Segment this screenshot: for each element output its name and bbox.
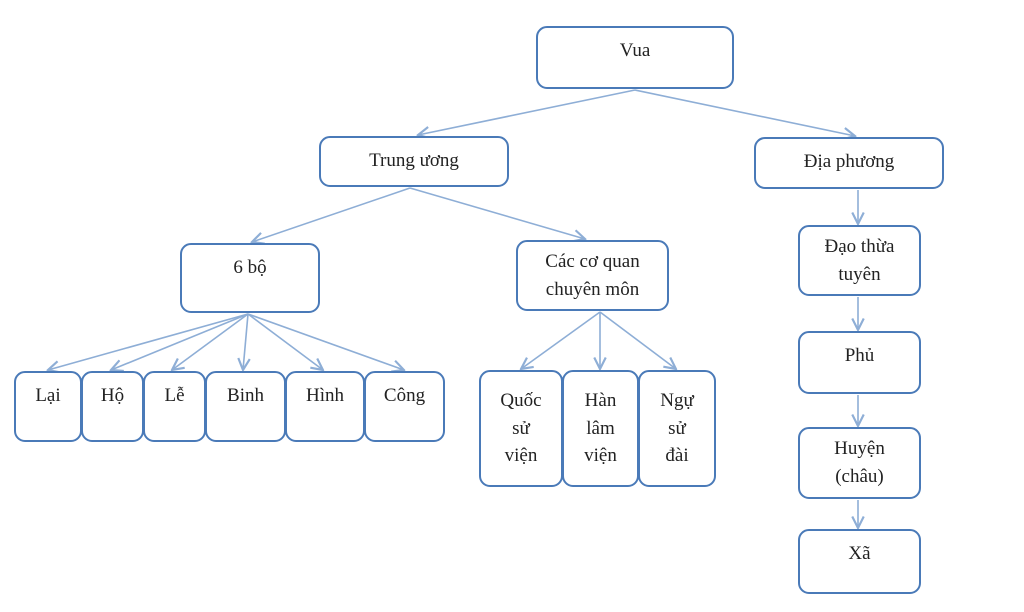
node-phu-label: Phủ bbox=[844, 345, 875, 366]
arrow-6-bo-to-cong bbox=[247, 313, 404, 370]
node-quoc-su-vien: Quốc sử viện bbox=[479, 370, 563, 487]
arrow-vua-to-dia-phuong bbox=[634, 89, 855, 136]
node-ngu-su-dai-line-2: sử bbox=[668, 417, 686, 439]
node-trung-uong: Trung ương bbox=[319, 136, 509, 187]
node-le-label: Lễ bbox=[164, 385, 185, 406]
node-dao-thua-tuyen: Đạo thừa tuyên bbox=[798, 225, 921, 296]
arrow-vua-to-trung-uong bbox=[418, 89, 636, 135]
arrow-6-bo-to-ho bbox=[111, 313, 249, 370]
node-le: Lễ bbox=[143, 371, 206, 442]
node-lai: Lại bbox=[14, 371, 82, 442]
node-quoc-su-vien-line-3: viện bbox=[504, 445, 538, 467]
node-phu: Phủ bbox=[798, 331, 921, 394]
node-binh: Binh bbox=[205, 371, 286, 442]
node-dao-thua-tuyen-line-1: Đạo thừa bbox=[824, 235, 895, 257]
node-xa-label: Xã bbox=[848, 543, 871, 564]
arrow-co-quan-to-ngu-su bbox=[599, 311, 676, 369]
node-6-bo-label: 6 bộ bbox=[233, 257, 267, 278]
node-dia-phuong: Địa phương bbox=[754, 137, 944, 189]
node-ngu-su-dai: Ngự sử đài bbox=[638, 370, 716, 487]
arrow-trung-uong-to-6-bo bbox=[252, 187, 411, 242]
arrow-6-bo-to-lai bbox=[48, 313, 249, 370]
node-lai-label: Lại bbox=[35, 385, 61, 406]
node-ngu-su-dai-line-1: Ngự bbox=[660, 390, 694, 412]
node-quoc-su-vien-line-1: Quốc bbox=[500, 390, 542, 412]
node-hinh: Hình bbox=[285, 371, 365, 442]
node-huyen-chau: Huyện (châu) bbox=[798, 427, 921, 499]
node-vua-label: Vua bbox=[619, 40, 651, 61]
node-han-lam-vien-line-3: viện bbox=[584, 445, 617, 467]
node-vua: Vua bbox=[536, 26, 734, 89]
arrow-trung-uong-to-co-quan bbox=[409, 187, 585, 239]
arrow-6-bo-to-hinh bbox=[247, 313, 323, 370]
node-ngu-su-dai-line-3: đài bbox=[665, 445, 689, 467]
node-cac-co-quan: Các cơ quan chuyên môn bbox=[516, 240, 669, 311]
node-6-bo: 6 bộ bbox=[180, 243, 320, 313]
node-binh-label: Binh bbox=[227, 385, 264, 406]
node-cac-co-quan-line-1: Các cơ quan bbox=[545, 250, 640, 272]
node-han-lam-vien-line-1: Hàn bbox=[584, 390, 617, 412]
node-dao-thua-tuyen-line-2: tuyên bbox=[838, 263, 881, 285]
arrow-6-bo-to-le bbox=[172, 313, 249, 370]
node-quoc-su-vien-line-2: sử bbox=[512, 417, 530, 439]
node-huyen-chau-line-1: Huyện bbox=[834, 438, 885, 460]
node-cong-label: Công bbox=[383, 385, 426, 406]
node-xa: Xã bbox=[798, 529, 921, 594]
node-ho-label: Hộ bbox=[100, 385, 125, 406]
node-ho: Hộ bbox=[81, 371, 144, 442]
node-cong: Công bbox=[364, 371, 445, 442]
node-cac-co-quan-line-2: chuyên môn bbox=[545, 278, 640, 300]
node-han-lam-vien-line-2: lâm bbox=[586, 417, 615, 439]
arrow-6-bo-to-binh bbox=[243, 313, 248, 370]
node-dia-phuong-label: Địa phương bbox=[803, 151, 895, 172]
node-trung-uong-label: Trung ương bbox=[369, 150, 459, 171]
node-han-lam-vien: Hàn lâm viện bbox=[562, 370, 639, 487]
node-huyen-chau-line-2: (châu) bbox=[835, 466, 884, 487]
node-hinh-label: Hình bbox=[306, 385, 344, 406]
arrow-co-quan-to-quoc-su bbox=[521, 311, 601, 369]
